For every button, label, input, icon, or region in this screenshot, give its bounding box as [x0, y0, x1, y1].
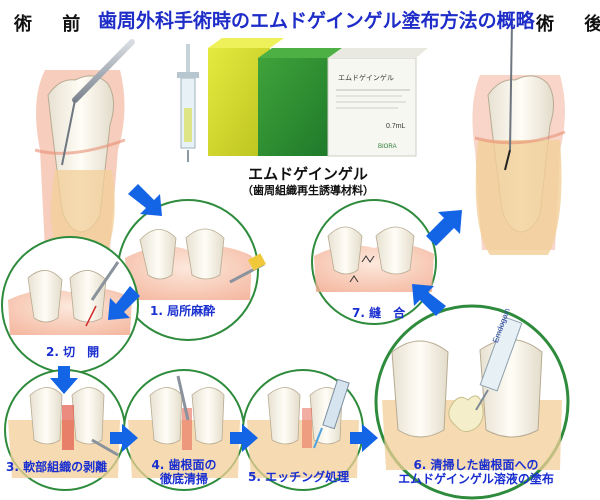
step-7-circle — [311, 199, 437, 325]
product-name: エムドゲインゲル — [248, 165, 368, 183]
step-3-circle — [4, 369, 126, 491]
step-5-circle — [242, 369, 364, 491]
arrow-step5-to-step6 — [350, 424, 378, 452]
syringe-icon — [177, 44, 199, 162]
arrow-step2-to-step3 — [50, 366, 78, 394]
step-4-label: 4. 歯根面の 徹底清掃 — [148, 458, 220, 486]
product-subtitle: （歯周組織再生誘導材料） — [242, 184, 374, 197]
step-6-label-line2: エムドゲインゲル溶液の塗布 — [398, 472, 554, 486]
before-label: 術 前 — [14, 14, 93, 35]
periodontal-probe-icon — [504, 19, 513, 171]
step-1-circle — [117, 199, 266, 341]
step-4-label-line2: 徹底清掃 — [159, 472, 208, 486]
arrow-step3-to-step4 — [110, 424, 138, 452]
flow-arrows — [50, 184, 462, 452]
step-1-label: 1. 局所麻酔 — [150, 304, 216, 318]
box-label: エムドゲインゲル — [338, 73, 394, 82]
periodontal-probe-icon — [61, 39, 135, 166]
step-6-label-line1: 6. 清掃した歯根面への — [413, 458, 539, 472]
page-title: 歯周外科手術時のエムドゲインゲル塗布方法の概略 — [98, 10, 535, 32]
step-4-label-line1: 4. 歯根面の — [151, 458, 217, 472]
step-6-label: 6. 清掃した歯根面への エムドゲインゲル溶液の塗布 — [388, 458, 564, 486]
after-tooth-illustration — [472, 75, 566, 255]
arrow-step1-to-step2 — [108, 286, 140, 320]
arrow-before-to-step1 — [128, 184, 162, 216]
step-6-circle: Emdogain — [374, 304, 570, 500]
arrow-step7-to-after — [426, 210, 462, 246]
arrow-step4-to-step5 — [230, 424, 258, 452]
box-brand: BIORA — [378, 144, 397, 150]
step-4-circle — [123, 369, 245, 491]
step-3-label: 3. 軟部組織の剥離 — [6, 460, 108, 474]
step-5-label: 5. エッチング処理 — [248, 470, 350, 484]
arrow-step6-to-step7 — [412, 284, 446, 316]
step-2-label: 2. 切 開 — [46, 345, 100, 359]
product-photo: エムドゲインゲル 0.7mL BIORA — [177, 38, 428, 162]
box-volume: 0.7mL — [386, 123, 406, 130]
before-tooth-illustration — [34, 70, 126, 255]
step-7-label: 7. 縫 合 — [352, 306, 406, 320]
after-label: 術 後 — [536, 14, 600, 35]
